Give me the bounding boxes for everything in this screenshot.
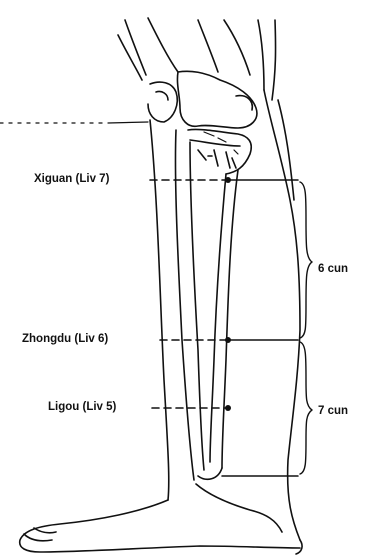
measurement-lines <box>222 180 298 476</box>
femur-outline <box>118 18 276 100</box>
ligou-label: Ligou (Liv 5) <box>48 402 116 414</box>
measurement-braces <box>300 182 312 474</box>
zhongdu-label: Zhongdu (Liv 6) <box>22 334 108 346</box>
knee-reference-solid <box>108 122 148 123</box>
ligou-point-marker <box>225 405 231 411</box>
fibula <box>175 130 204 480</box>
tibia <box>198 170 238 479</box>
upper-brace <box>300 182 312 338</box>
lower-distance-label: 7 cun <box>318 406 348 418</box>
lower-brace <box>300 342 312 474</box>
pointer-lines <box>150 180 226 408</box>
foot-outline <box>20 484 302 554</box>
upper-distance-label: 6 cun <box>318 264 348 276</box>
xiguan-label: Xiguan (Liv 7) <box>34 174 109 186</box>
tibial-plateau <box>188 129 251 174</box>
leg-skin-outline <box>150 90 300 540</box>
femoral-condyle <box>148 71 257 128</box>
